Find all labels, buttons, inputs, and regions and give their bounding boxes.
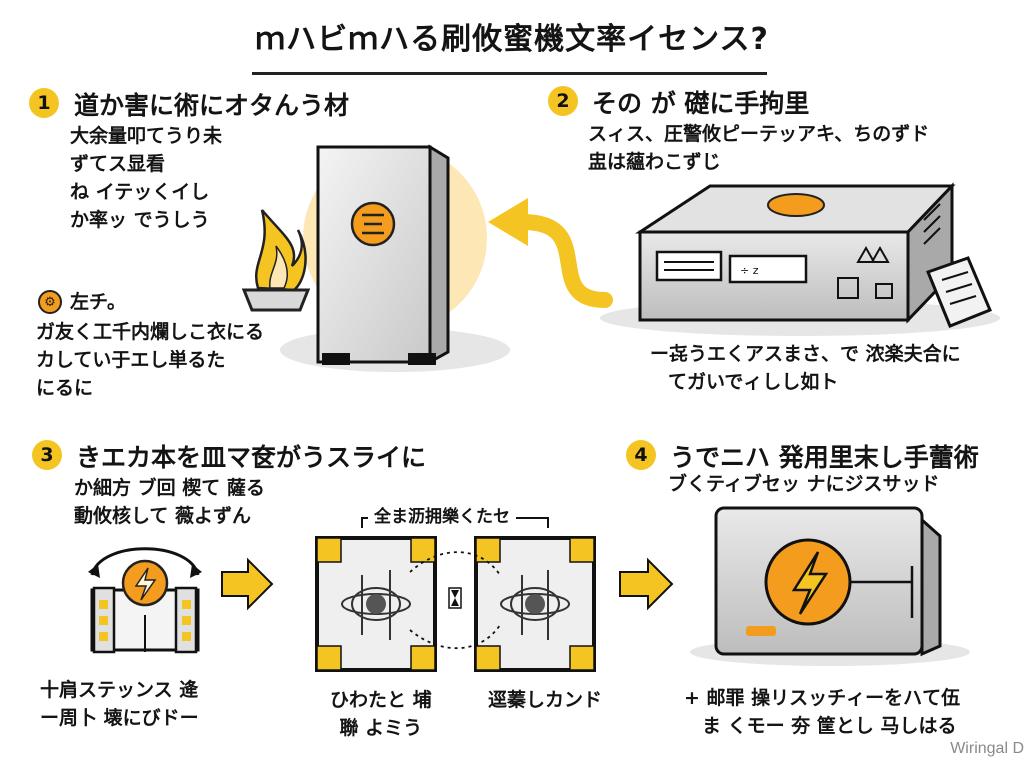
generator-illustration [88, 547, 202, 654]
title-underline [252, 72, 767, 75]
section-2-title: その が 礎に手拘里 [592, 89, 810, 118]
chip-1-caption: ひわたと 埔 聯 よミう [330, 689, 432, 739]
power-unit-illustration [690, 506, 970, 666]
section-3-text: か細方 ブ回 楔て 薩る 動攸核して 薇よずん [74, 477, 265, 527]
section-1-text: 大余量叩てうり未 ずてス显看 ね イテッくイし か率ッ でうしう [70, 125, 223, 231]
step-badge-4: 4 [626, 440, 656, 470]
step-badge-2: 2 [548, 86, 578, 116]
section-2-caption: ー㐂うエくアスまさ、で 浓楽夫合に てガいでィしし如ト [650, 343, 961, 393]
section-3-left-caption: 十肩ステッンス 逄 ー周卜 壊にびドー [40, 679, 199, 729]
fire-bowl-icon [241, 209, 311, 312]
flow-arrow-right [221, 557, 274, 611]
gear-icon: ⚙ [38, 290, 62, 314]
flow-arrow-head [488, 198, 528, 246]
fridge-illustration [280, 144, 510, 372]
chip-2-caption: 逕蓁しカンド [488, 689, 603, 711]
step-badge-3: 3 [32, 440, 62, 470]
section-4-title: うでニハ 発用里末し手蕾術 [670, 443, 979, 472]
section-4-text: ブくティブセッ ナにジスサッド [668, 473, 940, 495]
machine-illustration: ÷ z [600, 182, 1000, 336]
section-4-caption: + 邮罪 操リスッチィーをハて伍 ま くモー 夯 筐とし 马しはる [684, 687, 961, 737]
section-2-text: スィス、圧警攸ピーテッアキ、ちのずド 盅は蘊わこずじ [588, 123, 930, 173]
chip-header-label: 全ま沥拥樂くたセ [368, 502, 516, 527]
watermark: Wiringal D [950, 740, 1024, 757]
section-1-title: 道か害に術にオタんう材 [74, 91, 350, 120]
section-3-title: きエカ本を皿マ奁がうスライに [76, 443, 427, 472]
flow-arrow-curved [512, 213, 613, 308]
document-icon [926, 256, 992, 328]
svg-text:÷ z: ÷ z [740, 264, 759, 277]
section-1-note-label: 左チ。 [70, 291, 127, 313]
page-title: ｍハビｍハる刷攸蜜機文率イセンス? [255, 22, 769, 57]
section-1-note: ガ友く工千内爛しこ衣にる カしてい于エし単るた にるに [36, 321, 265, 399]
flow-arrow-right-2 [619, 557, 674, 611]
step-badge-1: 1 [29, 88, 59, 118]
chip-diagram [315, 517, 596, 672]
